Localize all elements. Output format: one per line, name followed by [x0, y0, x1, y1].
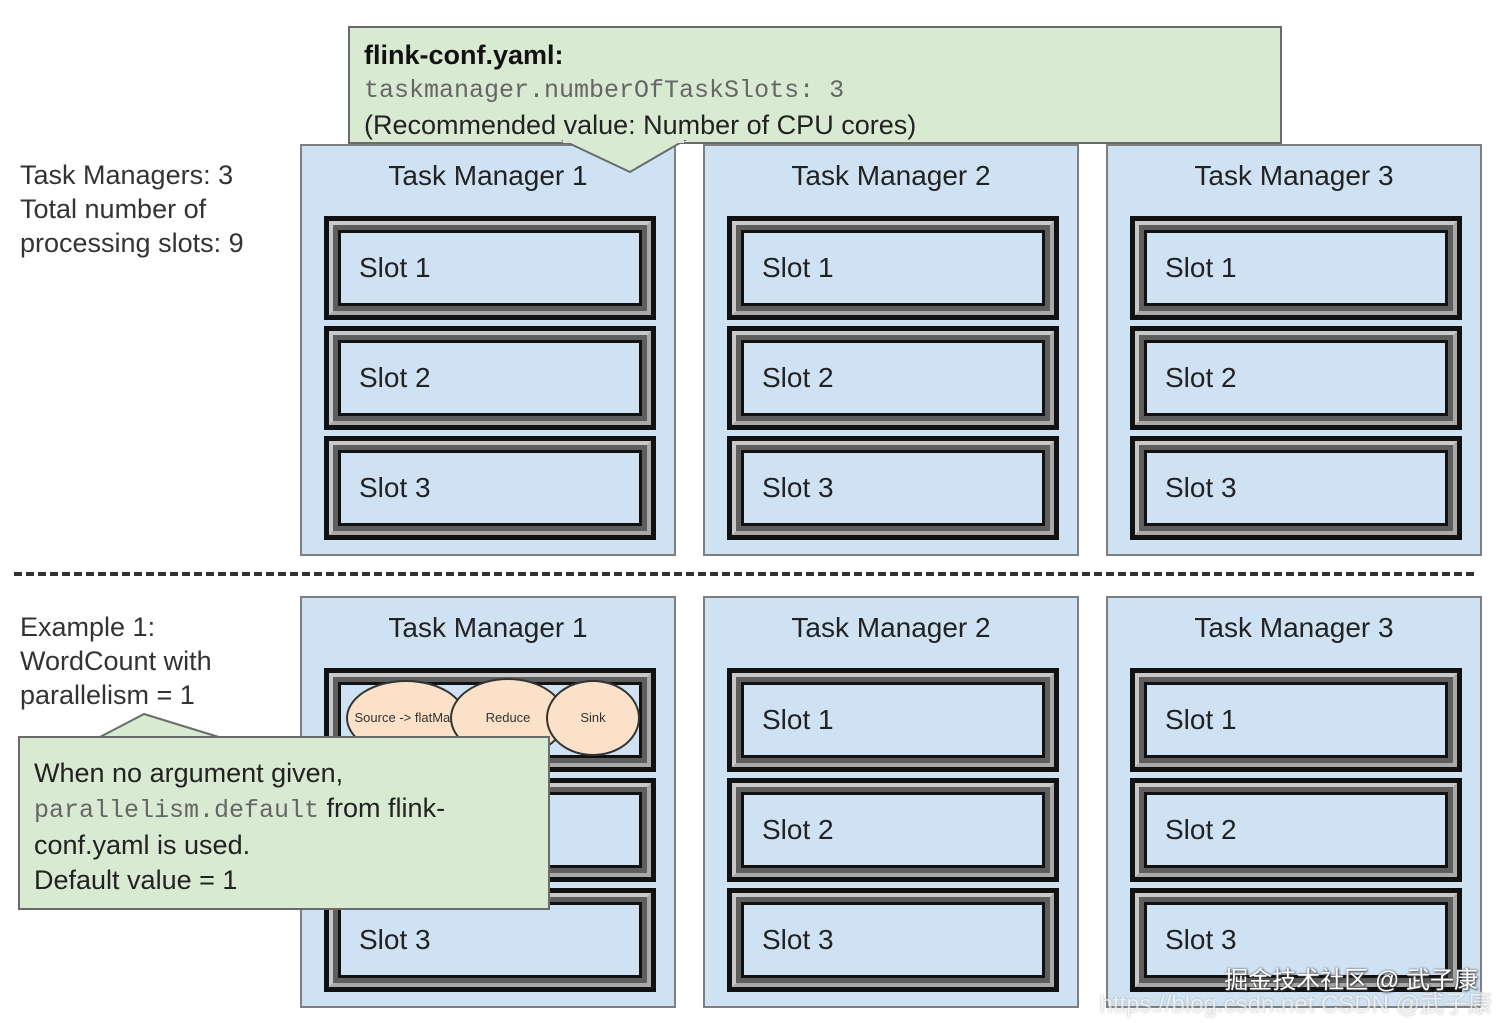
task-manager-title: Task Manager 3: [1194, 160, 1394, 191]
config-callout: flink-conf.yaml: taskmanager.numberOfTas…: [348, 26, 1282, 144]
callout-line-2: parallelism.default from flink-: [34, 791, 445, 828]
config-code: taskmanager.numberOfTaskSlots: 3: [364, 76, 845, 105]
task-manager-title: Task Manager 3: [1194, 612, 1394, 643]
callout-line-2-rest: from flink-: [319, 793, 446, 823]
task-manager-title: Task Manager 2: [791, 160, 991, 191]
slot-label: Slot 2: [1165, 814, 1237, 845]
config-callout-text: flink-conf.yaml: taskmanager.numberOfTas…: [364, 38, 916, 143]
example-label: Example 1: WordCount with parallelism = …: [20, 610, 212, 712]
default-callout-text: When no argument given, parallelism.defa…: [34, 756, 445, 898]
default-parallelism-callout: When no argument given, parallelism.defa…: [18, 736, 550, 910]
slot: Slot 1: [727, 668, 1059, 772]
example-line-2: WordCount with: [20, 646, 212, 676]
operator-label: Source -> flatMap: [354, 710, 458, 725]
slot: Slot 3: [727, 436, 1059, 540]
top-task-manager-1: Task Manager 1 Slot 1 Slot 2 Slot 3: [300, 144, 676, 556]
slot: Slot 2: [727, 326, 1059, 430]
slot-label: Slot 3: [762, 924, 834, 955]
slot-label: Slot 1: [359, 252, 431, 283]
slot: Slot 1: [727, 216, 1059, 320]
slot-label: Slot 3: [1165, 924, 1237, 955]
slot-label: Slot 3: [359, 472, 431, 503]
top-task-manager-3: Task Manager 3 Slot 1 Slot 2 Slot 3: [1106, 144, 1482, 556]
slot: Slot 1: [1130, 216, 1462, 320]
watermark: 掘金技术社区 @ 武子康: [1224, 967, 1478, 994]
slot-label: Slot 2: [359, 362, 431, 393]
config-callout-tail: [561, 140, 687, 174]
slot-label: Slot 2: [762, 814, 834, 845]
task-manager-summary: Task Managers: 3 Total number of process…: [20, 158, 244, 260]
task-manager-title: Task Manager 2: [791, 612, 991, 643]
slot: Slot 3: [1130, 888, 1462, 992]
slot-label: Slot 3: [762, 472, 834, 503]
slot: Slot 2: [324, 326, 656, 430]
config-file-name: flink-conf.yaml:: [364, 40, 564, 70]
config-note: (Recommended value: Number of CPU cores): [364, 110, 917, 140]
watermark-secondary: https://blog.csdn.net CSDN @武子康: [1099, 991, 1492, 1018]
task-manager-title: Task Manager 1: [388, 612, 588, 643]
slot: Slot 3: [727, 888, 1059, 992]
parallelism-default-code: parallelism.default: [34, 796, 320, 825]
slot: Slot 1: [1130, 668, 1462, 772]
slot: Slot 2: [727, 778, 1059, 882]
slot: Slot 1: [324, 216, 656, 320]
slot-label: Slot 1: [762, 252, 834, 283]
task-manager-title: Task Manager 1: [388, 160, 588, 191]
slot: Slot 2: [1130, 778, 1462, 882]
divider-line: [14, 572, 1474, 576]
example-line-3: parallelism = 1: [20, 680, 195, 710]
slot: Slot 3: [324, 436, 656, 540]
example-line-1: Example 1:: [20, 612, 156, 642]
operator-sink: Sink: [546, 680, 640, 756]
slot-label: Slot 1: [762, 704, 834, 735]
slot: Slot 2: [1130, 326, 1462, 430]
slot-label: Slot 3: [1165, 472, 1237, 503]
callout-line-1: When no argument given,: [34, 758, 344, 788]
slot-label: Slot 2: [1165, 362, 1237, 393]
bottom-task-manager-2: Task Manager 2 Slot 1 Slot 2 Slot 3: [703, 596, 1079, 1008]
summary-line-1: Task Managers: 3: [20, 160, 234, 190]
top-task-manager-2: Task Manager 2 Slot 1 Slot 2 Slot 3: [703, 144, 1079, 556]
operator-label: Reduce: [485, 710, 531, 725]
slot: Slot 3: [1130, 436, 1462, 540]
callout-line-4: Default value = 1: [34, 865, 238, 895]
slot-label: Slot 1: [1165, 704, 1237, 735]
slot-label: Slot 3: [359, 924, 431, 955]
summary-line-2: Total number of: [20, 194, 207, 224]
bottom-task-manager-3: Task Manager 3 Slot 1 Slot 2 Slot 3: [1106, 596, 1482, 1008]
summary-line-3: processing slots: 9: [20, 228, 244, 258]
slot-label: Slot 2: [762, 362, 834, 393]
slot-label: Slot 1: [1165, 252, 1237, 283]
operator-label: Sink: [580, 710, 606, 725]
callout-line-3: conf.yaml is used.: [34, 830, 251, 860]
